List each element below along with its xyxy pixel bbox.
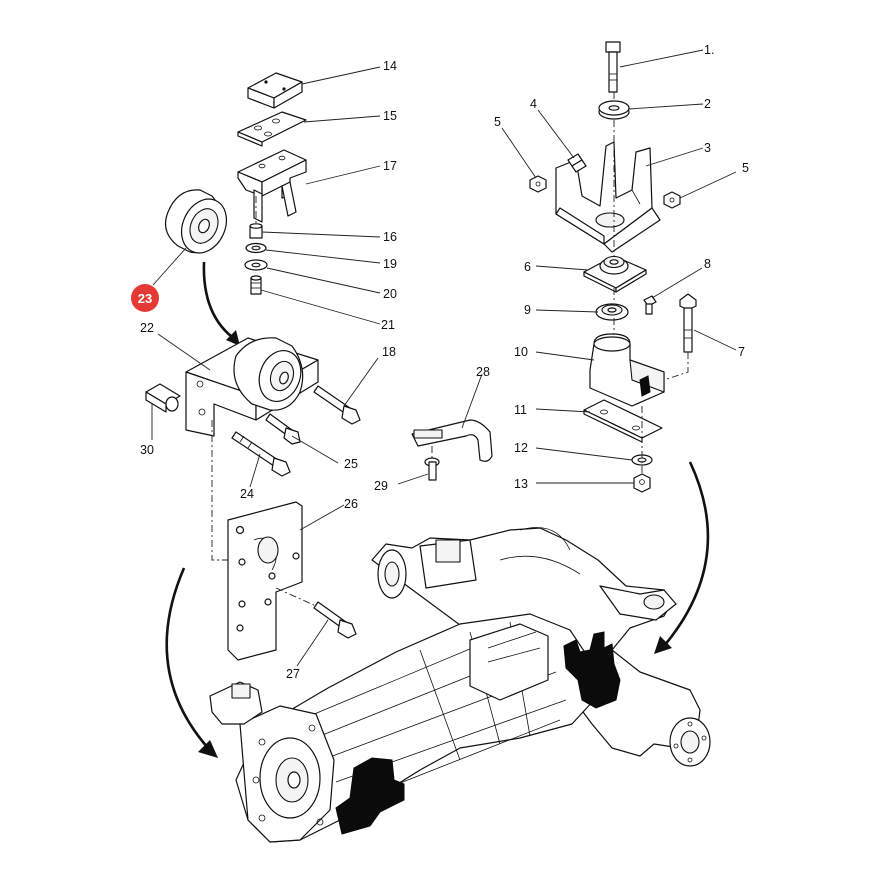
part-15-plate bbox=[237, 111, 307, 147]
callout-17: 17 bbox=[383, 159, 397, 173]
part-4-screw bbox=[567, 153, 587, 173]
callout-5-right: 5 bbox=[742, 161, 749, 175]
callout-14: 14 bbox=[383, 59, 397, 73]
part-20-washer bbox=[244, 259, 268, 271]
highlight-callout-23[interactable]: 23 bbox=[131, 284, 159, 312]
part-11-plate bbox=[583, 399, 663, 443]
callout-19: 19 bbox=[383, 257, 397, 271]
mounted-bracket-rear bbox=[563, 631, 621, 709]
callout-28: 28 bbox=[476, 365, 490, 379]
assembly-arrow-left bbox=[165, 567, 209, 749]
part-26-plate bbox=[227, 501, 303, 661]
assembly-arrow-right bbox=[663, 461, 710, 647]
callout-30: 30 bbox=[140, 443, 154, 457]
part-27-bolt bbox=[313, 601, 357, 639]
callout-12: 12 bbox=[514, 441, 528, 455]
part-21-bolt bbox=[250, 275, 262, 295]
part-19-washer bbox=[245, 242, 267, 254]
callout-21: 21 bbox=[381, 318, 395, 332]
callout-20: 20 bbox=[383, 287, 397, 301]
callout-1: 1. bbox=[704, 43, 714, 57]
assembly-arrow-23 bbox=[202, 261, 237, 342]
callout-4: 4 bbox=[530, 97, 537, 111]
callout-27: 27 bbox=[286, 667, 300, 681]
part-22-mount-bracket bbox=[185, 337, 319, 437]
callout-22: 22 bbox=[140, 321, 154, 335]
part-6-rubber-mount bbox=[583, 255, 647, 293]
part-9-washer bbox=[595, 303, 629, 321]
highlight-badge-label: 23 bbox=[138, 291, 152, 306]
axis-line-left-27 bbox=[275, 587, 317, 607]
part-10-support bbox=[589, 333, 665, 407]
callout-8: 8 bbox=[704, 257, 711, 271]
axis-line-left-vertical bbox=[211, 420, 228, 561]
part-25-bolt bbox=[265, 413, 301, 445]
highlight-badge[interactable] bbox=[131, 284, 159, 312]
part-5-nut-right bbox=[663, 191, 681, 209]
mounted-bracket-front bbox=[335, 757, 405, 835]
part-23-bushing bbox=[165, 189, 228, 254]
part-24-bolt bbox=[231, 431, 291, 477]
part-16-spacer bbox=[249, 223, 263, 239]
callout-25: 25 bbox=[344, 457, 358, 471]
callout-16: 16 bbox=[383, 230, 397, 244]
arrowhead-right bbox=[654, 636, 672, 654]
part-30-sleeve bbox=[145, 383, 181, 413]
callout-15: 15 bbox=[383, 109, 397, 123]
callout-2: 2 bbox=[704, 97, 711, 111]
callout-26: 26 bbox=[344, 497, 358, 511]
axis-line-7 bbox=[663, 352, 689, 381]
part-3-bracket bbox=[555, 141, 661, 253]
callout-7: 7 bbox=[738, 345, 745, 359]
leader-lines bbox=[151, 49, 737, 667]
part-28-clip bbox=[411, 419, 493, 462]
arrowhead-left bbox=[198, 740, 218, 758]
part-13-nut bbox=[633, 473, 651, 493]
callout-10: 10 bbox=[514, 345, 528, 359]
callout-9: 9 bbox=[524, 303, 531, 317]
part-18-bolt bbox=[313, 385, 361, 425]
part-14-pad bbox=[247, 72, 303, 109]
callout-3: 3 bbox=[704, 141, 711, 155]
part-2-washer bbox=[598, 100, 630, 120]
part-8-bolt bbox=[643, 295, 657, 315]
callout-18: 18 bbox=[382, 345, 396, 359]
transmission-housing bbox=[209, 527, 711, 843]
part-7-bolt bbox=[679, 293, 697, 353]
part-17-bracket bbox=[237, 149, 307, 223]
part-5-nut-left bbox=[529, 175, 547, 193]
callout-13: 13 bbox=[514, 477, 528, 491]
callout-29: 29 bbox=[374, 479, 388, 493]
callout-6: 6 bbox=[524, 260, 531, 274]
callout-24: 24 bbox=[240, 487, 254, 501]
arrowhead-23 bbox=[226, 330, 240, 346]
part-1-bolt bbox=[605, 41, 621, 93]
callout-5-left: 5 bbox=[494, 115, 501, 129]
callout-11: 11 bbox=[514, 403, 527, 417]
